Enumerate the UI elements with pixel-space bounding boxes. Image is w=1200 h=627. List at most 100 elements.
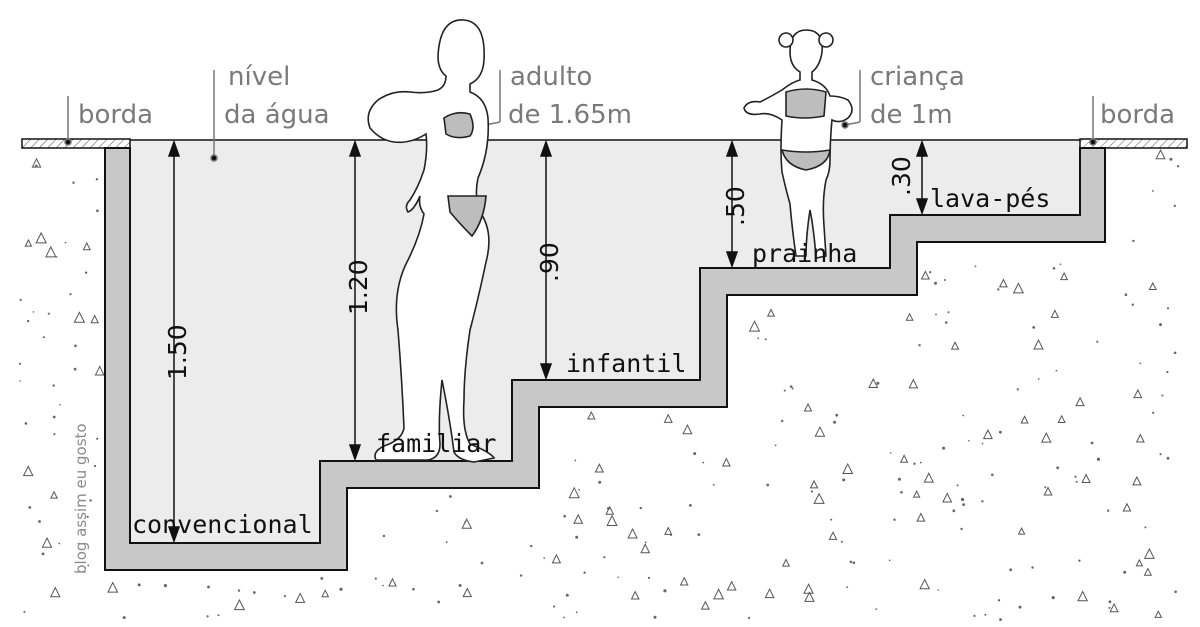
soil-dot: [217, 614, 220, 617]
child-figure: [743, 29, 853, 259]
soil-dot: [122, 616, 126, 620]
step-lava-pes: lava-pés: [930, 184, 1050, 213]
soil-pebble: [388, 577, 397, 587]
soil-dot: [72, 181, 75, 184]
soil-dot: [997, 599, 1001, 602]
soil-dot: [578, 488, 580, 491]
label-crianca-line2: de 1m: [870, 100, 953, 130]
soil-pebble: [664, 526, 673, 535]
soil-dot: [919, 461, 922, 464]
arrow-50-top: [725, 139, 739, 157]
soil-pebble: [551, 553, 562, 564]
soil-dot: [781, 419, 784, 423]
soil-pebble: [107, 581, 119, 593]
soil-dot: [1173, 204, 1177, 208]
soil-dot: [565, 593, 569, 597]
soil-pebble: [912, 489, 921, 498]
soil-pebble: [1081, 473, 1091, 484]
soil-dot: [1078, 559, 1081, 562]
soil-dot: [74, 344, 77, 348]
soil-dot: [137, 583, 141, 587]
adult-figure: [367, 19, 496, 463]
soil-dot: [1037, 378, 1040, 380]
soil-dot: [1096, 457, 1101, 461]
soil-dot: [1124, 293, 1128, 297]
soil-dot: [1044, 486, 1047, 489]
soil-pebble: [781, 558, 791, 567]
soil-dot: [1031, 566, 1034, 569]
soil-dot: [653, 615, 657, 619]
soil-pebble: [764, 588, 775, 599]
soil-dot: [96, 437, 99, 440]
depth-120: 1.20: [344, 259, 373, 315]
soil-dot: [1108, 606, 1111, 609]
soil-dot: [888, 559, 891, 562]
depth-150: 1.50: [163, 324, 192, 380]
soil-dot: [480, 561, 484, 565]
soil-pebble: [1132, 475, 1142, 486]
soil-dot: [1159, 453, 1162, 456]
soil-dot: [1009, 568, 1013, 572]
soil-pebble: [321, 589, 330, 598]
soil-dot: [697, 533, 701, 536]
dot-borda-left: [64, 138, 72, 146]
soil-dot: [712, 483, 715, 486]
soil-dot: [553, 605, 556, 608]
soil-pebble: [679, 576, 689, 586]
soil-pebble: [813, 492, 825, 504]
soil-dot: [34, 164, 38, 168]
label-nivel-line2: da água: [224, 100, 330, 130]
arrow-50-bottom: [725, 251, 739, 269]
soil-dot: [530, 544, 533, 548]
soil-dot: [95, 178, 99, 181]
soil-dot: [929, 271, 932, 274]
soil-dot: [913, 462, 916, 465]
soil-pebble: [814, 425, 826, 437]
soil-dot: [981, 442, 984, 445]
soil-dot: [543, 557, 546, 559]
soil-pebble: [568, 486, 580, 499]
soil-dot: [1132, 239, 1135, 243]
soil-dot: [968, 439, 970, 442]
soil-dot: [339, 587, 343, 591]
soil-dot: [574, 459, 577, 462]
soil-dot: [962, 414, 965, 417]
soil-dot: [897, 477, 901, 481]
soil-dot: [382, 584, 384, 587]
soil-dot: [973, 614, 976, 618]
soil-dot: [947, 311, 950, 314]
soil-pebble: [1075, 396, 1085, 407]
soil-pebble: [726, 580, 737, 591]
soil-dot: [23, 610, 26, 613]
soil-dot: [1139, 362, 1142, 365]
soil-dot: [1096, 340, 1099, 343]
soil-dot: [575, 535, 579, 539]
soil-dot: [207, 585, 210, 589]
dot-borda-right: [1089, 138, 1097, 146]
soil-dot: [1074, 475, 1077, 478]
soil-dot: [1107, 509, 1110, 512]
step-prainha: prainha: [752, 239, 857, 268]
soil-pebble: [942, 492, 953, 503]
arrow-90-top: [539, 139, 553, 157]
soil-pebble: [766, 308, 776, 317]
soil-pebble: [713, 588, 725, 600]
soil-dot: [28, 506, 32, 509]
soil-dot: [693, 452, 697, 456]
dot-crianca: [841, 121, 849, 129]
soil-dot: [19, 380, 22, 382]
soil-dot: [84, 271, 88, 274]
soil-dot: [1173, 351, 1177, 355]
soil-dot: [757, 337, 760, 340]
soil-pebble: [916, 512, 926, 522]
soil-pebble: [804, 591, 815, 602]
soil-pebble: [923, 472, 935, 483]
soil-dot: [55, 256, 58, 258]
step-infantil: infantil: [566, 349, 686, 378]
soil-dot: [935, 313, 937, 316]
step-convencional: convencional: [132, 510, 313, 539]
label-adulto-line1: adulto: [510, 62, 592, 92]
soil-dot: [1059, 263, 1062, 266]
arrow-150-bottom: [167, 526, 181, 544]
soil-dot: [237, 589, 241, 592]
